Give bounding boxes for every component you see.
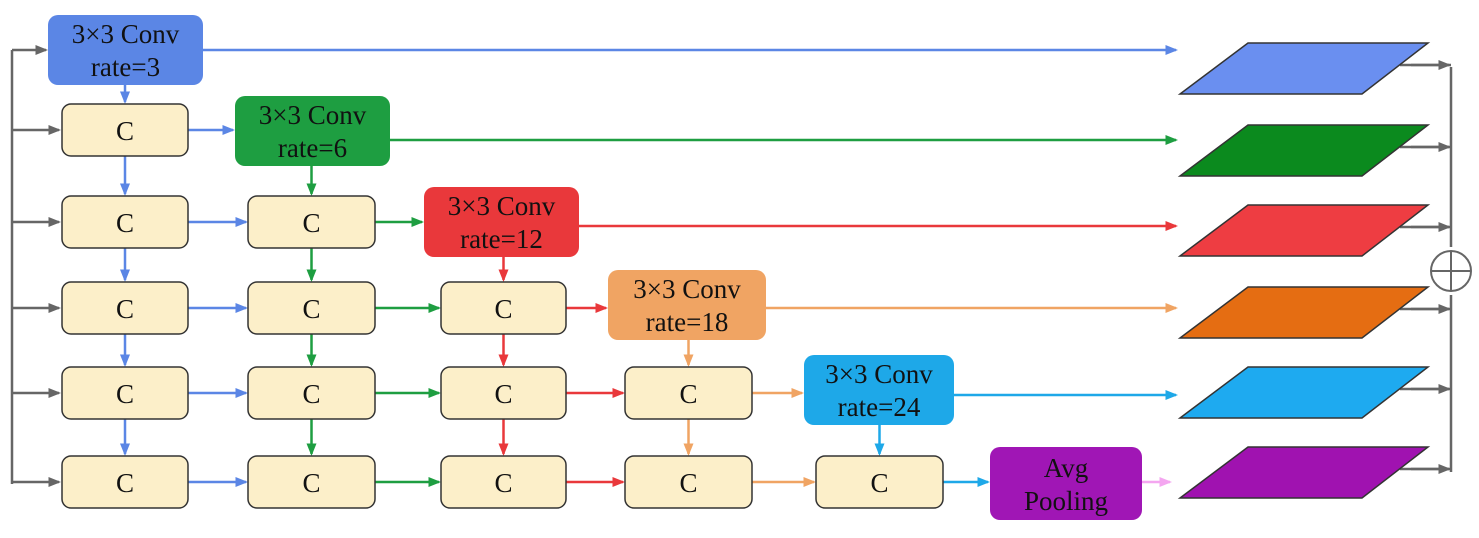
- concat-label: C: [116, 379, 134, 409]
- conv-rate-label: rate=18: [646, 307, 729, 337]
- conv-op-label: 3×3 Conv: [448, 191, 556, 221]
- concat-node-r5-c2: C: [247, 455, 376, 509]
- concat-node-r5-c1: C: [61, 455, 189, 509]
- concat-node-r4-c3: C: [440, 366, 567, 420]
- concat-node-r3-c3: C: [440, 281, 567, 335]
- concat-label: C: [116, 294, 134, 324]
- concat-label: C: [116, 468, 134, 498]
- concat-label: C: [494, 468, 512, 498]
- concat-label: C: [116, 116, 134, 146]
- conv-op-label: 3×3 Conv: [72, 19, 180, 49]
- feature-map-5: [1177, 366, 1431, 419]
- concat-node-r4-c2: C: [247, 366, 376, 420]
- conv-rate-label: rate=3: [91, 52, 160, 82]
- conv-rate-label: rate=12: [460, 224, 543, 254]
- conv-rate-label: rate=6: [278, 133, 347, 163]
- concat-node-r1-c1: C: [61, 103, 189, 157]
- concat-label: C: [870, 468, 888, 498]
- concat-label: C: [679, 379, 697, 409]
- concat-node-r3-c2: C: [247, 281, 376, 335]
- conv-op-label: 3×3 Conv: [633, 274, 741, 304]
- concat-label: C: [302, 468, 320, 498]
- feature-map-3: [1177, 204, 1431, 257]
- concat-label: C: [302, 294, 320, 324]
- concat-label: C: [494, 379, 512, 409]
- concat-label: C: [679, 468, 697, 498]
- concat-node-r4-c4: C: [624, 366, 753, 420]
- concat-node-r5-c3: C: [440, 455, 567, 509]
- concat-node-r3-c1: C: [61, 281, 189, 335]
- circled-plus-icon: [1430, 250, 1472, 292]
- feature-map-2: [1177, 124, 1431, 177]
- concat-label: C: [302, 208, 320, 238]
- pooling-label-line1: Avg: [1044, 453, 1089, 483]
- concat-label: C: [302, 379, 320, 409]
- concat-node-r5-c5: C: [815, 455, 944, 509]
- concat-node-r2-c2: C: [247, 195, 376, 249]
- feature-map-6: [1177, 446, 1431, 499]
- pooling-label-line2: Pooling: [1024, 486, 1108, 516]
- concat-label: C: [116, 208, 134, 238]
- conv-op-label: 3×3 Conv: [259, 100, 367, 130]
- concat-node-r4-c1: C: [61, 366, 189, 420]
- feature-map-4: [1177, 286, 1431, 339]
- connections: [10, 45, 1453, 487]
- concat-label: C: [494, 294, 512, 324]
- conv-rate-label: rate=24: [838, 392, 921, 422]
- feature-map-1: [1177, 42, 1431, 95]
- conv-op-label: 3×3 Conv: [825, 359, 933, 389]
- concat-node-r2-c1: C: [61, 195, 189, 249]
- concat-node-r5-c4: C: [624, 455, 753, 509]
